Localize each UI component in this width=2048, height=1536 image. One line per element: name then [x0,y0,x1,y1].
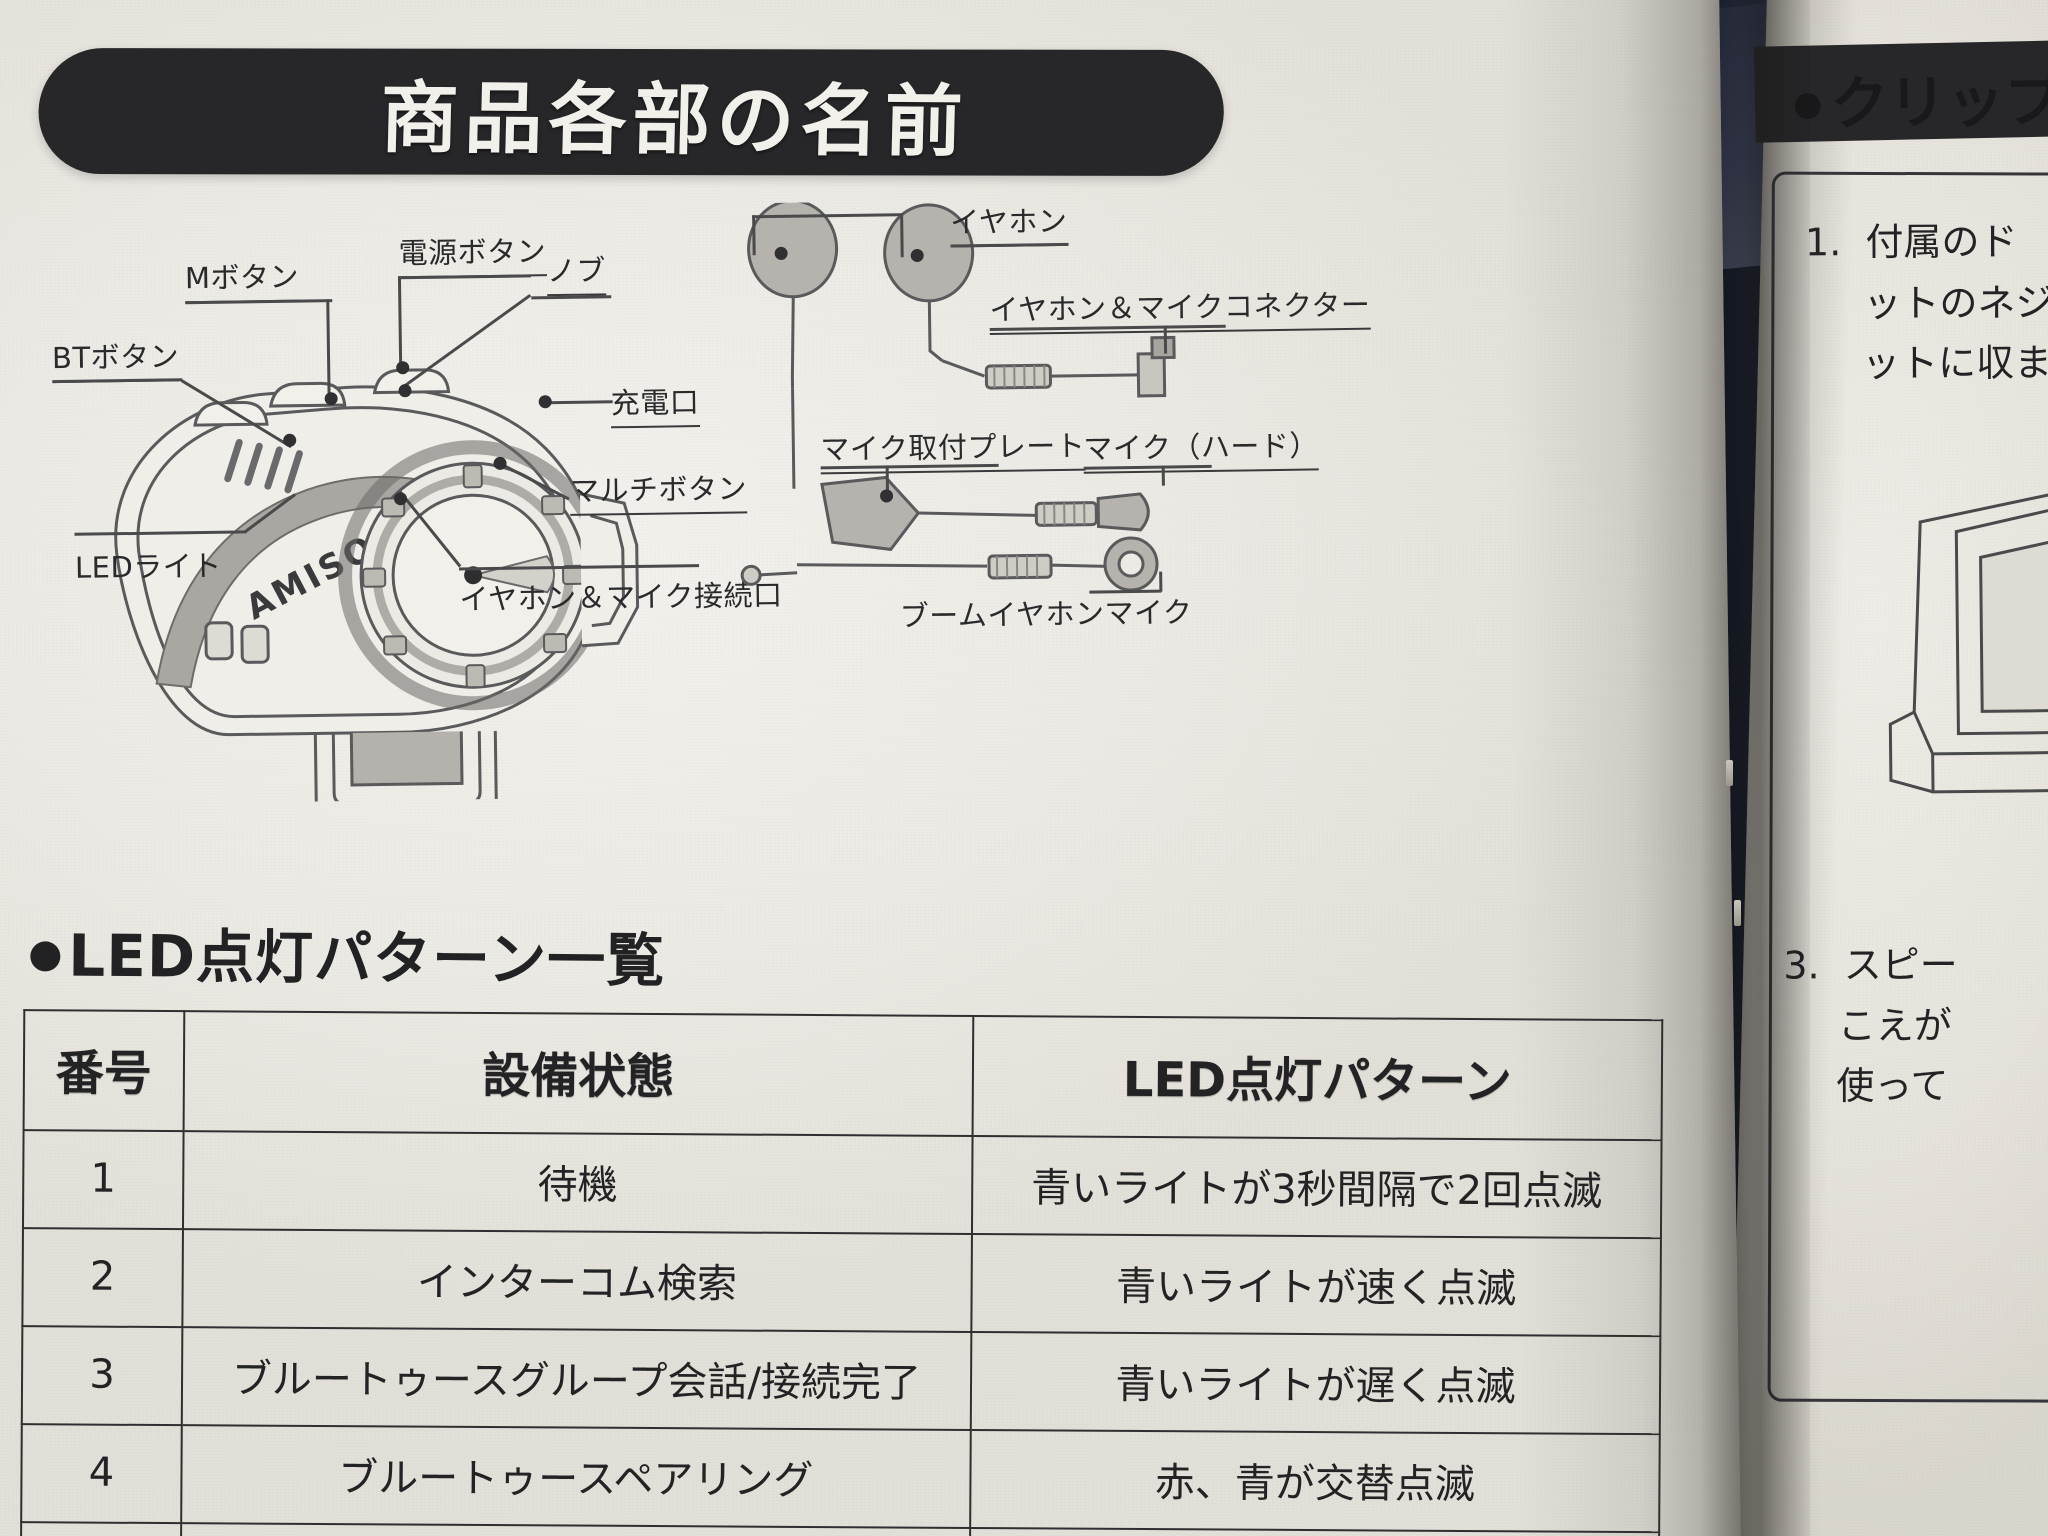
label-charging-port: 充電口 [610,379,700,429]
label-m-button: Mボタン [184,253,300,304]
anchor-multi-button [493,456,507,470]
mic-mount-plate-shape [820,475,921,552]
cell-number: 5 [20,1522,182,1536]
leader-connector-2 [1163,325,1168,354]
anchor-mic-mount-plate [879,489,894,503]
cell-state: インターコム検索 [182,1229,972,1332]
label-power-button: 電源ボタン [398,228,547,279]
table-row: 4 ブルートゥースペアリング 赤、青が交替点滅 [21,1424,1660,1533]
anchor-m-button [324,392,338,406]
anchor-charging-port [538,395,552,409]
anchor-bt-button [283,433,297,447]
bullet-icon [1794,92,1821,120]
right-page-item-1-number: 1. 付属のド [1804,219,2018,265]
earphone-mic-jack-shape [313,730,498,805]
label-boom-earphone-mic: ブームイヤホンマイク [899,595,1193,634]
page-title: 商品各部の名前 [379,73,970,168]
leader-boom-2 [1159,571,1163,592]
left-page: 商品各部の名前 AMISON [0,0,1742,1536]
charging-port-shape [579,492,640,648]
label-earphone: イヤホン [949,197,1068,248]
cell-number: 2 [22,1228,183,1328]
anchor-power-button [396,361,410,375]
leader-earphone-l1 [752,215,756,256]
cell-state: 待機 [182,1131,973,1234]
right-page-item-2-line3: 使って [1836,1063,1949,1108]
bullet-icon [30,941,61,972]
clip-mount-sketch [1888,488,2048,794]
table-row: 3 ブルートゥースグループ会話/接続完了 青いライトが遅く点滅 [21,1326,1661,1435]
label-earphone-mic-jack: イヤホン＆マイク接続口 [459,577,783,617]
left-page-gutter-shadow [1498,0,1742,1536]
led-pattern-table: 番号 設備状態 LED点灯パターン 1 待機 青いライトが3秒間隔で2回点滅 2… [20,1009,1664,1536]
anchor-knob [398,384,412,398]
accessories-illustration [740,199,1176,592]
leader-michard-2 [1161,465,1165,486]
led-light-shape [204,621,270,664]
led-section-heading: LED点灯パターン一覧 [30,908,666,998]
speaker-vents [224,438,303,494]
table-row: 2 インターコム検索 青いライトが速く点滅 [22,1228,1661,1337]
cell-number: 1 [22,1130,184,1230]
th-state: 設備状態 [183,1011,974,1136]
right-page-item-2-line2: こえが [1837,1003,1952,1048]
right-page: クリップ式 1. 付属のド ットのネジ ットに収ま 3. スピー こえ [1728,0,2048,1536]
binding-staple-top [1726,760,1733,786]
left-page-content: 商品各部の名前 AMISON [20,47,1664,1536]
right-page-item-1-line2: ットのネジ [1863,280,2048,326]
label-bt-button: BTボタン [51,333,180,384]
th-number: 番号 [23,1010,185,1132]
cell-number: 4 [21,1424,182,1524]
right-page-item-1-line3: ットに収ま [1861,340,2048,386]
binding-staple-bottom [1734,900,1741,926]
label-led-light: LEDライト [74,548,223,585]
table-row: 1 待機 青いライトが3秒間隔で2回点滅 [22,1130,1662,1239]
hard-mic-shape [1096,492,1150,532]
cell-state: ブルートゥースグループ会話/接続完了 [181,1327,972,1430]
leader-earphone-l3 [900,213,904,258]
anchor-earphone-left [774,246,788,261]
right-page-item-2-number: 3. スピー [1783,942,1958,988]
cell-state: ブルートゥースペアリング [181,1425,971,1528]
anchor-earphone-right [910,248,924,263]
table-header-row: 番号 設備状態 LED点灯パターン [23,1010,1663,1141]
label-multi-button: マルチボタン [569,465,748,516]
right-page-heading: クリップ式 [1794,53,2048,142]
bt-button-shape [193,400,269,427]
cell-number: 3 [21,1326,183,1426]
label-knob: ノブ [546,247,607,297]
